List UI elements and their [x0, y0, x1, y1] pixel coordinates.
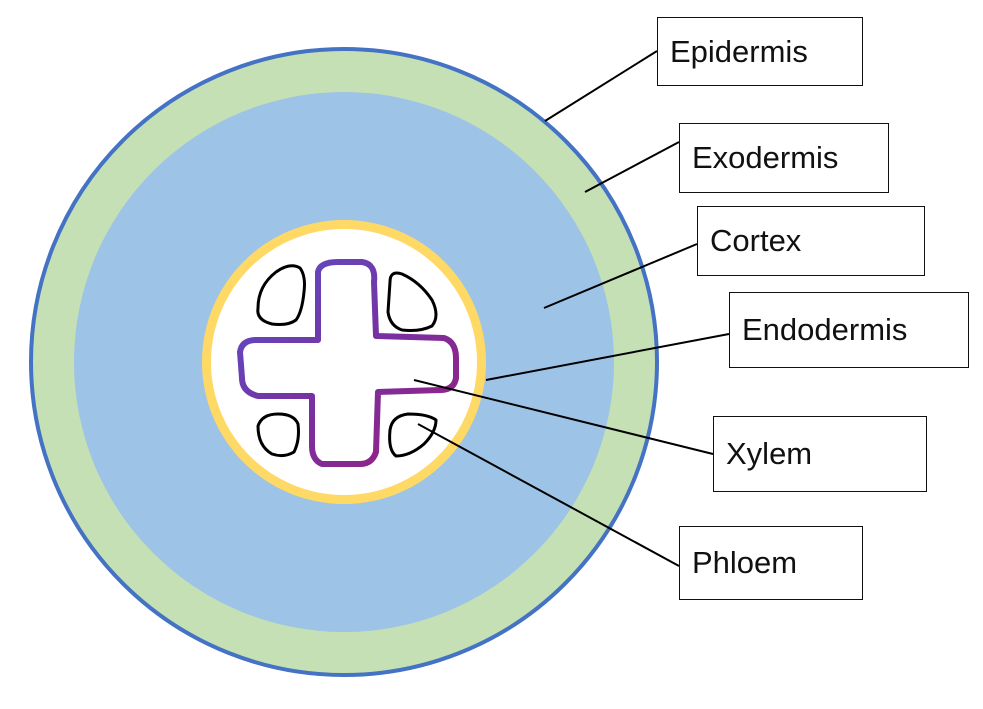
label-exodermis: Exodermis — [679, 123, 889, 193]
label-endodermis-text: Endodermis — [742, 312, 908, 347]
leader-line-epidermis — [544, 50, 658, 122]
label-epidermis: Epidermis — [657, 17, 863, 86]
label-xylem-text: Xylem — [726, 436, 813, 471]
label-xylem: Xylem — [713, 416, 927, 492]
leader-line-xylem — [413, 379, 714, 455]
leader-line-endodermis — [485, 333, 730, 381]
label-phloem: Phloem — [679, 526, 863, 600]
stele-core — [211, 229, 477, 495]
phloem-patch-top-left — [256, 264, 306, 326]
label-phloem-text: Phloem — [692, 545, 798, 580]
label-cortex: Cortex — [697, 206, 925, 276]
xylem-cross-shape — [237, 259, 459, 467]
leader-line-phloem — [417, 423, 680, 567]
leader-line-exodermis — [584, 141, 680, 193]
label-epidermis-text: Epidermis — [670, 33, 808, 69]
leader-line-cortex — [543, 243, 698, 309]
label-endodermis: Endodermis — [729, 292, 969, 368]
phloem-patch-top-right — [386, 271, 438, 332]
label-exodermis-text: Exodermis — [692, 140, 839, 175]
label-cortex-text: Cortex — [710, 223, 802, 258]
phloem-patch-bottom-left — [256, 412, 300, 458]
